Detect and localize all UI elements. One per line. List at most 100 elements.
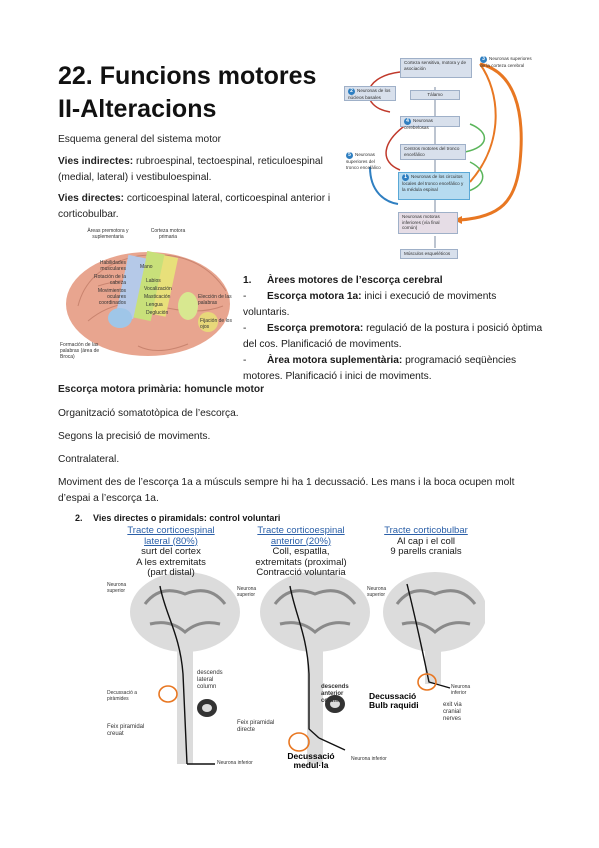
flow-number-2: 2 [348, 88, 355, 95]
tract2-title2: anterior (20%) [270, 535, 332, 547]
tract1-label-neurona-inferior: Neurona inferior [217, 760, 253, 766]
brain-label-premotora: Àreas premotora y suplementaria [87, 228, 129, 240]
list1-item-1-dash: - [243, 291, 247, 302]
flow-box-musculos: Músculos esqueléticos [400, 249, 458, 259]
tract1-label-neurona-superior: Neurona superior [107, 582, 127, 594]
tract2-label-descends: descends anterior column [321, 684, 349, 704]
brain-label-lengua: Lengua [146, 302, 163, 308]
tract1-desc-2: A les extremitats [136, 556, 206, 568]
list1-heading-row: 1. Àrees motores de l’escorça cerebral [243, 273, 543, 289]
tract3-label-neurona-inferior: Neurona inferior [451, 684, 471, 696]
flow-box-nucleos-basales-label: Neuronas de los núcleos basales [348, 88, 391, 100]
flow-box-cerebelosas-label: Neuronas cerebelosas [404, 118, 433, 130]
tract2-label-feix: Feix piramidal directe [237, 720, 275, 733]
tract2-label-decussacio: Decussació medul·la [287, 751, 335, 770]
tract3-desc-2: 9 parells cranials [390, 546, 462, 557]
brain-label-deglucion: Deglución [146, 310, 169, 316]
tract2-desc-3: Contracció voluntaria [256, 567, 346, 578]
flow-box-motoras-inferiores: Neuronas motoras inferiores (vía final c… [398, 212, 458, 234]
brain-label-masticacion: Masticación [144, 294, 171, 300]
list1-item-3-dash: - [243, 355, 247, 366]
list1-item-2-dash: - [243, 323, 247, 334]
tract3-label-neurona-superior: Neurona superior [367, 586, 387, 598]
tract1-title1: Tracte corticoespinal [127, 525, 215, 536]
list1-item-2-label: Escorça premotora: [267, 323, 364, 334]
list2-heading: Vies directes o piramidals: control volu… [93, 513, 281, 523]
list1-item-3-label: Àrea motora suplementària: [267, 355, 403, 366]
brain-label-rotacion: Rotación de la cabeza [94, 274, 126, 286]
flow-box-corteza: Corteza sensitiva, motora y de asociació… [400, 58, 472, 78]
vies-directes-label: Vies directes: [58, 193, 125, 204]
flow-box-circuitos-locales-label: Neuronas de los circuitos locales del tr… [402, 174, 464, 192]
tract3-title1: Tracte corticobulbar [384, 525, 468, 536]
tract1-label-feix: Feix piramidal creuat [107, 724, 145, 737]
brain-label-eleccion-palabras: Elección de las palabras [198, 294, 232, 306]
list1-item-1: - Escorça motora 1a: inici i execució de … [243, 289, 543, 321]
tract1-header: Tracte corticoespinal lateral (80%) surt… [111, 525, 231, 579]
list1-item-1-label: Escorça motora 1a: [267, 291, 362, 302]
brain-label-mano: Mano [140, 264, 153, 270]
brain-areas-figure: Àreas premotora y suplementaria Corteza … [58, 226, 238, 364]
flow-number-5: 5 [346, 152, 353, 159]
intro-text: Esquema general del sistema motor [58, 134, 222, 145]
tracts-figure: Tracte corticoespinal lateral (80%) surt… [105, 524, 485, 776]
flow-side-label-corteza-text: Neuronas superiores de la corteza cerebr… [480, 56, 532, 68]
brain-lateral-illustration [66, 250, 230, 356]
flow-side-label-tronco-text: Neuronas superiores del tronco encefálic… [346, 152, 381, 170]
tract1-title2: lateral (80%) [144, 535, 198, 547]
brain-label-habilidades: Habilidades musculares [99, 260, 126, 272]
vies-directes-paragraph: Vies directes: corticoespinal lateral, c… [58, 191, 333, 223]
vies-directes-text: corticoespinal lateral, corticoespinal a… [58, 193, 331, 220]
tract3-desc-1: Al cap i el coll [396, 535, 456, 547]
brain-label-labios: Labios [146, 278, 161, 284]
tract2-title1: Tracte corticoespinal [257, 525, 345, 536]
flow-number-3: 3 [480, 56, 487, 63]
tract2-desc-1: Coll, espatlla, [272, 546, 330, 557]
list1-item-2-text: regulació de la postura i posició òptima… [243, 323, 543, 350]
list1-item-3-text: programació seqüències motores. Planific… [243, 355, 517, 382]
flow-arrows [367, 62, 523, 248]
motor-system-flow-diagram: Corteza sensitiva, motora y de asociació… [340, 52, 540, 264]
tract2-label-neurona-inferior: Neurona inferior [351, 756, 387, 762]
list2-heading-row: 2. Vies directes o piramidals: control vo… [75, 513, 475, 524]
homuncle-p3: Contralateral. [58, 454, 120, 465]
brain-label-broca: Formación de las palabras (área de Broca… [60, 342, 100, 360]
tract1-label-decussacio: Decussació a piràmides [107, 690, 138, 702]
flow-box-talamo: Tálamo [410, 90, 460, 100]
tract3-label-decussacio: Decussació Bulb raquidi [369, 691, 419, 710]
list2-number: 2. [75, 513, 83, 523]
list1-number: 1. [243, 275, 252, 286]
list1-item-2: - Escorça premotora: regulació de la post… [243, 321, 543, 353]
vies-indirectes-text: rubroespinal, tectoespinal, reticuloespi… [58, 156, 323, 183]
brain-label-fijacion-ojos: Fijación de los ojos [200, 318, 232, 330]
page-title: 22. Funcions motores II-Alteracions [58, 62, 317, 123]
tract1-desc-3: (part distal) [147, 567, 195, 578]
homuncle-heading: Escorça motora primària: homuncle motor [58, 384, 265, 395]
homuncle-p1: Organització somatotòpica de l’escorça. [58, 408, 239, 419]
list1-heading: Àrees motores de l’escorça cerebral [267, 275, 443, 286]
tract1-desc-1: surt del cortex [141, 546, 201, 557]
tract2-header: Tracte corticoespinal anterior (20%) Col… [241, 525, 361, 579]
vies-indirectes-paragraph: Vies indirectes: rubroespinal, tectoespi… [58, 154, 333, 186]
tract3-label-exit: exit via cranial nerves [443, 702, 462, 722]
tract3-header: Tracte corticobulbar Al cap i el coll 9 … [371, 525, 481, 558]
list1-item-3: - Àrea motora suplementària: programació … [243, 353, 543, 385]
homuncle-p2: Segons la precisió de moviments. [58, 431, 211, 442]
flow-number-1: 1 [402, 174, 409, 181]
brain-label-corteza-primaria: Corteza motora primaria [150, 228, 186, 240]
brain-label-movimientos-oculares: Movimientos oculares coordinados [97, 288, 126, 306]
tract2-desc-2: extremitats (proximal) [255, 556, 347, 568]
brain-label-vocalizacion: Vocalización [144, 286, 172, 292]
homuncle-p4: Moviment des de l’escorça 1a a músculs s… [58, 477, 515, 504]
tracts-illustration [130, 572, 485, 765]
flow-box-tronco: Centros motores del tronco encefálico [400, 144, 466, 160]
tract2-label-neurona-superior: Neurona superior [237, 586, 257, 598]
flow-number-4: 4 [404, 118, 411, 125]
list1-item-1-text: inici i execució de moviments voluntaris… [243, 291, 497, 318]
tract1-label-descends: descends lateral column [197, 670, 223, 690]
